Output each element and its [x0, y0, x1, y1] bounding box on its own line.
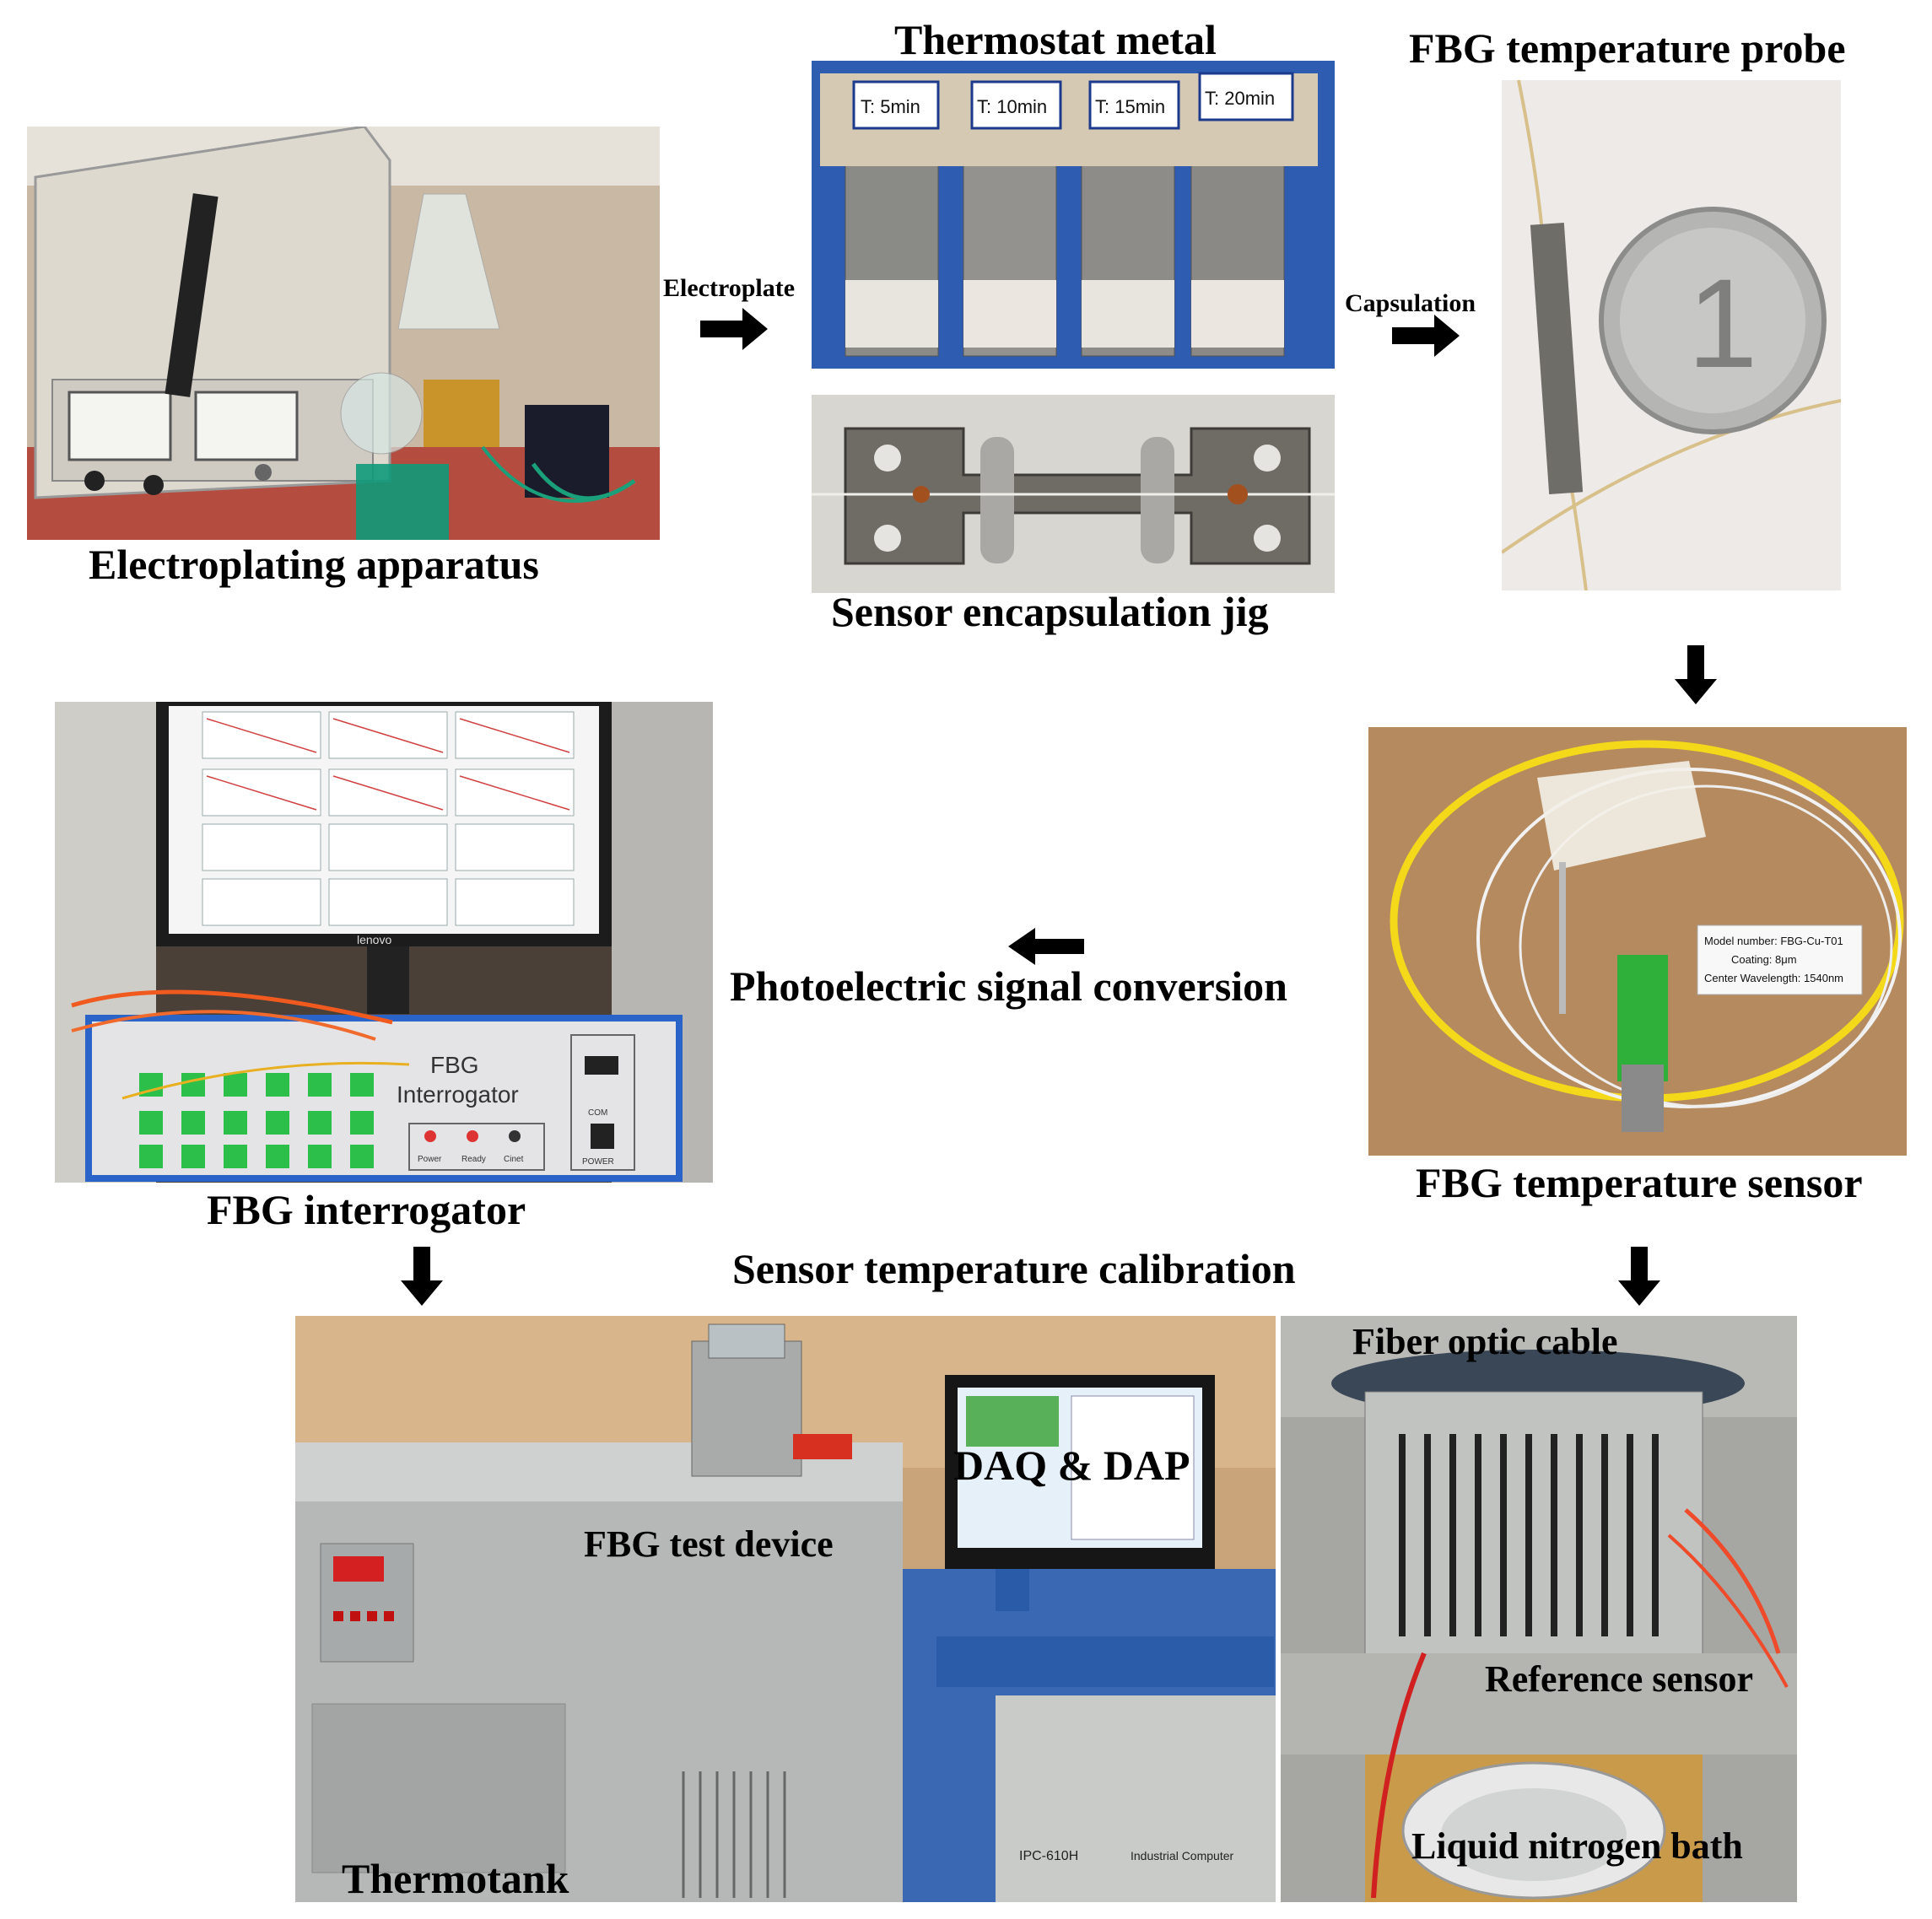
- encapsulation-jig-photo: [812, 395, 1335, 593]
- arrow-left-icon: [1008, 928, 1084, 965]
- monitor-brand: lenovo: [357, 933, 391, 946]
- sensor-tag-line-1: Model number: FBG-Cu-T01: [1704, 935, 1843, 947]
- computer-label-2: Industrial Computer: [1131, 1849, 1234, 1862]
- fbg-temperature-probe-photo: 1: [1502, 80, 1841, 590]
- daq-dap-label: DAQ & DAP: [953, 1442, 1190, 1489]
- arrow-down-icon: [1618, 1247, 1660, 1306]
- strip-tag-2: T: 10min: [977, 96, 1047, 117]
- button-power: Power: [418, 1155, 442, 1164]
- fbg-interrogator-photo: lenovo FBG Interrogator Power Ready Cine…: [55, 702, 713, 1183]
- fbg-test-device-label: FBG test device: [584, 1523, 834, 1565]
- interrogator-title-2: Interrogator: [397, 1081, 519, 1108]
- strip-tag-1: T: 5min: [861, 96, 920, 117]
- fiber-optic-cable-label: Fiber optic cable: [1352, 1321, 1618, 1362]
- fbg-temperature-probe-label: FBG temperature probe: [1409, 24, 1846, 72]
- fbg-temperature-sensor-photo: Model number: FBG-Cu-T01 Coating: 8μm Ce…: [1368, 727, 1907, 1156]
- fbg-temperature-sensor-label: FBG temperature sensor: [1416, 1159, 1863, 1206]
- arrow-down-icon: [401, 1247, 443, 1306]
- coin-text: 1: [1687, 252, 1757, 394]
- strip-tag-3: T: 15min: [1095, 96, 1165, 117]
- liquid-nitrogen-bath-photo: [1281, 1316, 1797, 1902]
- electroplating-apparatus-label: Electroplating apparatus: [89, 541, 539, 588]
- arrow-down-icon: [1675, 645, 1717, 704]
- computer-label-1: IPC-610H: [1019, 1849, 1078, 1863]
- sensor-temperature-calibration-label: Sensor temperature calibration: [732, 1245, 1296, 1292]
- arrow-right-icon: [700, 308, 768, 350]
- button-ready: Ready: [461, 1155, 486, 1164]
- electroplating-apparatus-photo: [27, 127, 660, 540]
- sensor-tag-line-2: Coating: 8μm: [1731, 953, 1797, 966]
- label-power: POWER: [582, 1157, 614, 1167]
- photoelectric-signal-conversion-label: Photoelectric signal conversion: [730, 962, 1287, 1010]
- button-cinet: Cinet: [504, 1155, 524, 1164]
- sensor-encapsulation-jig-label: Sensor encapsulation jig: [831, 588, 1269, 635]
- fbg-interrogator-label: FBG interrogator: [207, 1186, 526, 1233]
- strip-tag-4: T: 20min: [1205, 88, 1275, 109]
- sensor-tag-line-3: Center Wavelength: 1540nm: [1704, 972, 1843, 984]
- arrow-right-icon: [1392, 315, 1460, 357]
- thermotank-label: Thermotank: [342, 1855, 569, 1902]
- label-com: COM: [588, 1108, 607, 1118]
- liquid-nitrogen-bath-label: Liquid nitrogen bath: [1411, 1825, 1743, 1867]
- electroplate-label: Electroplate: [663, 274, 796, 302]
- thermostat-metal-label: Thermostat metal: [894, 16, 1217, 63]
- thermostat-metal-photo: T: 5min T: 10min T: 15min T: 20min: [812, 61, 1335, 369]
- capsulation-label: Capsulation: [1345, 289, 1476, 317]
- reference-sensor-label: Reference sensor: [1485, 1658, 1754, 1700]
- thermotank-photo: IPC-610H Industrial Computer: [295, 1316, 1276, 1902]
- interrogator-title-1: FBG: [430, 1052, 479, 1078]
